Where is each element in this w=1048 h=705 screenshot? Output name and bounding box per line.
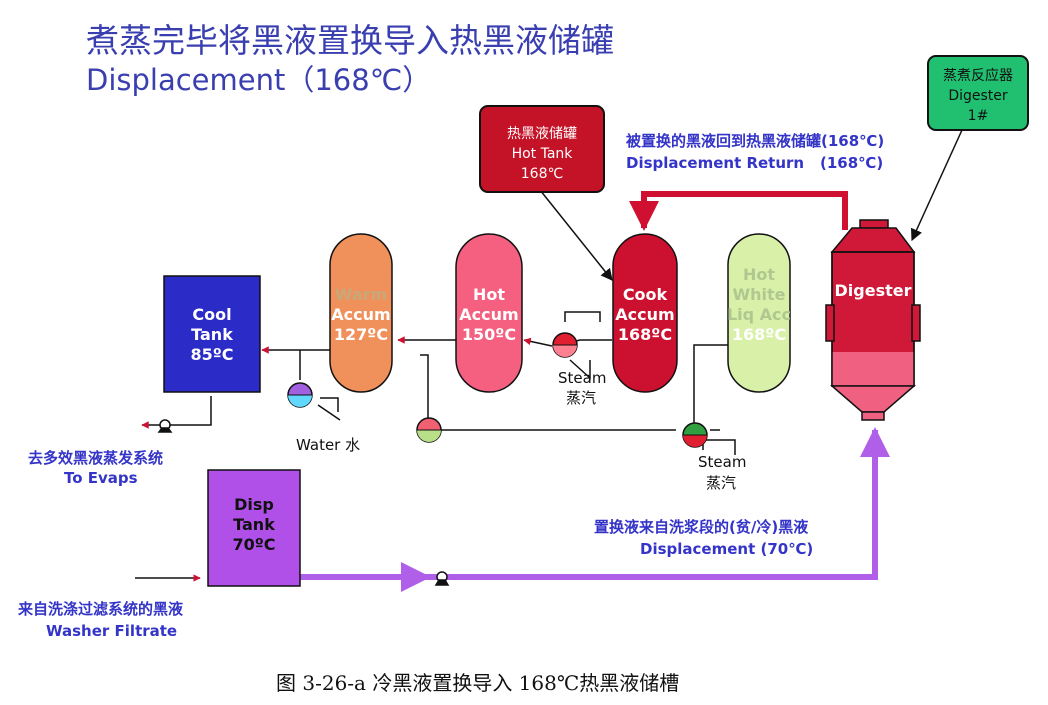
cook-accum-label-1: Cook [623, 285, 668, 304]
piping [135, 129, 963, 582]
return-label-cn: 被置换的黑液回到热黑液储罐(168℃) [626, 132, 884, 150]
cool-tank [163, 275, 261, 393]
pump-displacement [434, 571, 450, 586]
water-label: Water 水 [296, 436, 360, 454]
digester-1-box-line-2: Digester [948, 88, 1008, 104]
disp-tank-label-3: 70ºC [232, 535, 275, 554]
title-en: Displacement（168℃） [86, 63, 431, 97]
hot-white-label-2: White [732, 285, 785, 304]
hot-accum-label-2: Accum [459, 305, 518, 324]
hot-white-label-3: Liq Acc [727, 305, 791, 324]
hot-tank-box [479, 105, 605, 193]
hot-white-label-4: 168ºC [732, 325, 786, 344]
displacement-label-en: Displacement (70℃) [640, 540, 813, 558]
digester-1-box-line-3: 1# [968, 108, 989, 124]
warm-accum-label-1: Warm [335, 285, 387, 304]
return-label-en: Displacement Return [626, 154, 804, 172]
hot-white-label-1: Hot [743, 265, 775, 284]
steam-heater-1 [552, 332, 578, 358]
disp-tank-label-1: Disp [234, 495, 274, 514]
steam-heater-2 [682, 422, 708, 448]
evaps-label-en: To Evaps [64, 469, 138, 487]
digester-1-box [927, 55, 1029, 131]
cool-tank-label-1: Cool [192, 305, 231, 324]
heat-exchanger-left [416, 417, 442, 443]
cook-accum [612, 233, 678, 393]
cool-tank-label-3: 85ºC [190, 345, 233, 364]
hot-accum [455, 233, 523, 393]
evaps-label-cn: 去多效黑液蒸发系统 [28, 449, 163, 467]
hot-accum-label-3: 150ºC [462, 325, 516, 344]
filtrate-label-cn: 来自洗涤过滤系统的黑液 [17, 600, 184, 618]
digester-label: Digester [835, 281, 912, 300]
hot-tank-box-line-3: 168℃ [521, 166, 563, 182]
hot-accum-label-1: Hot [473, 285, 505, 304]
disp-tank-label-2: Tank [233, 515, 275, 534]
warm-accum [329, 233, 393, 393]
digester-1-box-line-1: 蒸煮反应器 [943, 67, 1013, 84]
disp-tank [207, 469, 301, 587]
cook-accum-label-3: 168ºC [618, 325, 672, 344]
pump-evaps [157, 419, 173, 433]
cool-tank-label-2: Tank [191, 325, 233, 344]
displacement-label-cn: 置换液来自洗浆段的(贫/冷)黑液 [594, 518, 809, 536]
warm-accum-label-3: 127ºC [334, 325, 388, 344]
water-cooler [287, 382, 313, 408]
hot-tank-box-line-1: 热黑液储罐 [507, 126, 577, 142]
filtrate-label-en: Washer Filtrate [46, 622, 177, 640]
displacement-return-line [629, 191, 848, 231]
figure-caption: 图 3-26-a 冷黑液置换导入 168℃热黑液储槽 [276, 671, 679, 695]
steam-2-cn: 蒸汽 [706, 474, 736, 492]
hot-white-liq-acc [727, 233, 791, 393]
steam-2-en: Steam [698, 453, 746, 471]
warm-accum-label-2: Accum [331, 305, 390, 324]
return-label-temp: (168℃) [820, 154, 883, 172]
cook-accum-label-2: Accum [615, 305, 674, 324]
steam-1-en: Steam [558, 369, 606, 387]
digester [825, 219, 921, 421]
hot-tank-box-line-2: Hot Tank [512, 146, 574, 162]
title-cn: 煮蒸完毕将黑液置换导入热黑液储罐 [86, 21, 614, 60]
steam-1-cn: 蒸汽 [566, 389, 596, 407]
